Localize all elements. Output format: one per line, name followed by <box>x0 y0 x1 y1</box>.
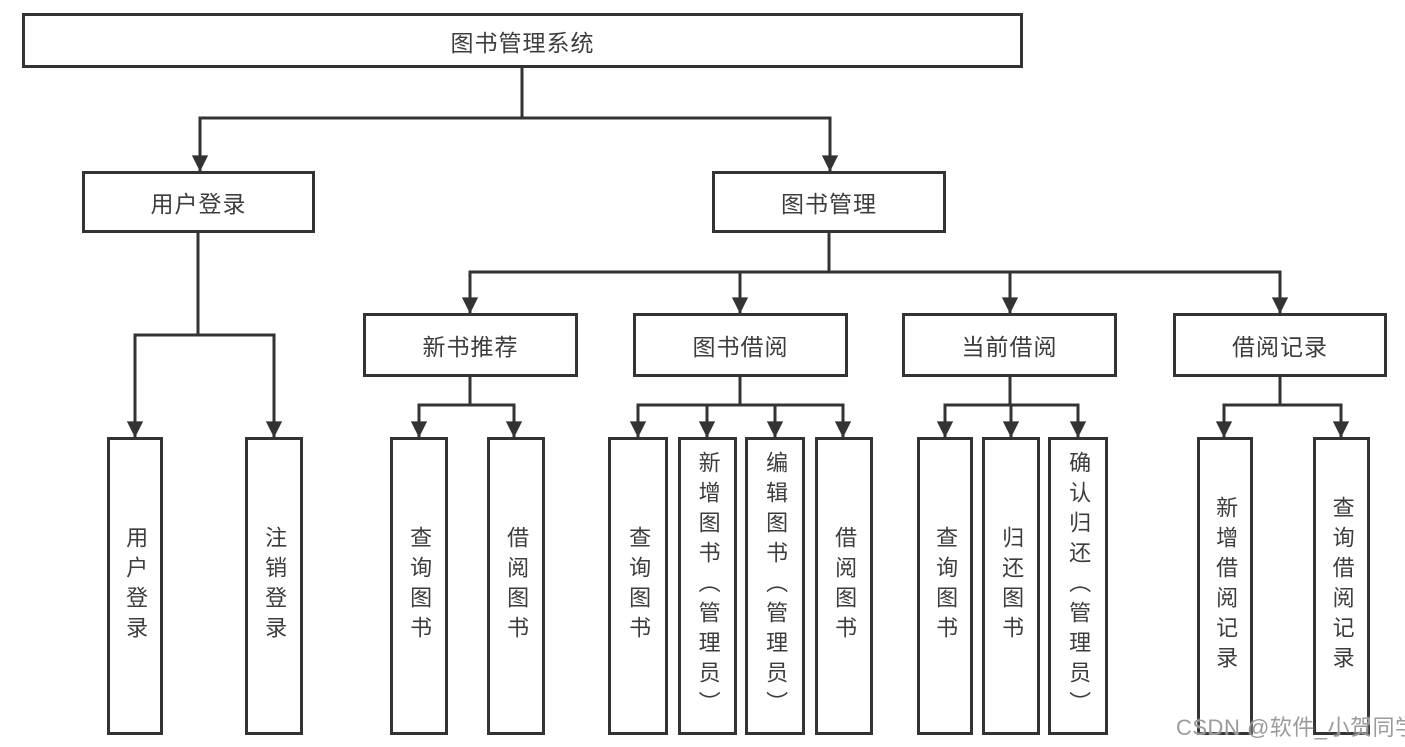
node-label: 新书推荐 <box>422 334 519 360</box>
csdn-watermark: CSDN @软件_小贺同学 <box>1176 715 1405 740</box>
node-current-borrowing: 当前借阅 <box>902 313 1117 377</box>
node-book-borrowing: 图书借阅 <box>633 313 848 377</box>
leaf-return-books: 归还图书 <box>982 437 1040 735</box>
leaf-query-books-recommend: 查询图书 <box>390 437 448 735</box>
node-label: 图书管理系统 <box>450 29 595 56</box>
leaf-user-login: 用户登录 <box>107 437 163 735</box>
leaf-confirm-return-admin: 确认归还（管理员） <box>1048 437 1108 735</box>
node-label: 查询借阅记录 <box>1329 496 1355 676</box>
node-label: 编辑图书（管理员） <box>763 451 789 721</box>
leaf-logout: 注销登录 <box>245 437 303 735</box>
node-label: 用户登录 <box>150 191 247 217</box>
node-label: 借阅记录 <box>1232 334 1328 360</box>
node-label: 用户登录 <box>123 526 149 646</box>
node-borrowing-records: 借阅记录 <box>1173 313 1387 377</box>
leaf-add-borrow-record: 新增借阅记录 <box>1197 437 1253 735</box>
node-label: 借阅图书 <box>832 526 858 646</box>
node-label: 确认归还（管理员） <box>1066 451 1092 721</box>
leaf-query-borrow-record: 查询借阅记录 <box>1313 437 1370 735</box>
node-new-book-recommendation: 新书推荐 <box>363 313 578 377</box>
node-label: 注销登录 <box>262 526 288 646</box>
node-label: 新增图书（管理员） <box>695 451 721 721</box>
node-library-management-system: 图书管理系统 <box>22 13 1023 68</box>
node-label: 当前借阅 <box>961 334 1058 360</box>
leaf-borrow-books: 借阅图书 <box>815 437 873 735</box>
node-label: 查询图书 <box>407 526 433 646</box>
node-label: 图书借阅 <box>692 334 789 360</box>
node-label: 新增借阅记录 <box>1213 496 1239 676</box>
node-label: 查询图书 <box>626 526 652 646</box>
node-label: 借阅图书 <box>504 526 530 646</box>
leaf-query-books-current: 查询图书 <box>917 437 973 735</box>
leaf-add-books-admin: 新增图书（管理员） <box>678 437 737 735</box>
node-label: 归还图书 <box>999 526 1025 646</box>
node-label: 查询图书 <box>933 526 959 646</box>
leaf-query-books-borrow: 查询图书 <box>608 437 668 735</box>
leaf-edit-books-admin: 编辑图书（管理员） <box>745 437 805 735</box>
node-book-management: 图书管理 <box>712 171 946 233</box>
node-user-login: 用户登录 <box>82 171 315 233</box>
node-label: 图书管理 <box>781 191 877 217</box>
leaf-borrow-books-recommend: 借阅图书 <box>487 437 545 735</box>
